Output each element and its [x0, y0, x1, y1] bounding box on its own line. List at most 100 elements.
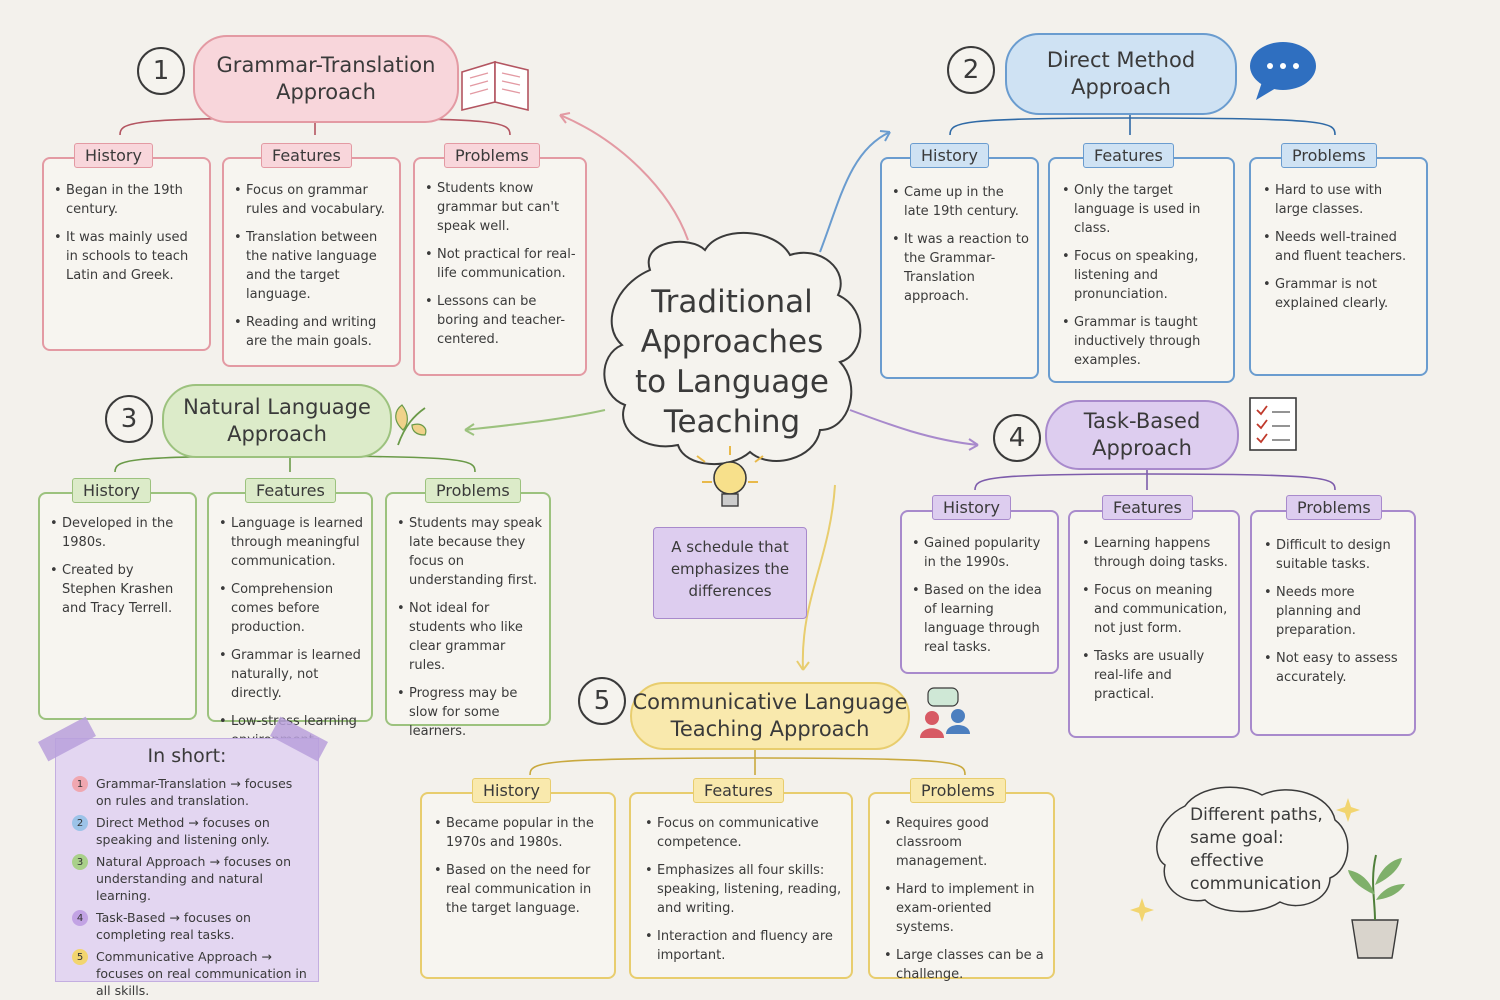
list-item: Only the target language is used in clas… — [1062, 181, 1225, 238]
list-item: Requires good classroom management. — [884, 814, 1045, 871]
approach-5-history-box: Became popular in the 1970s and 1980s. Ba… — [420, 792, 616, 979]
chat-people-icon — [920, 687, 970, 738]
list-item: Large classes can be a challenge. — [884, 946, 1045, 984]
approach-3-history-box: Developed in the 1980s. Created by Stephe… — [38, 492, 197, 720]
approach-5-title: Communicative Language Teaching Approach — [630, 682, 910, 750]
list-item: Emphasizes all four skills: speaking, li… — [645, 861, 843, 918]
approach-2-history-box: Came up in the late 19th century. It was … — [880, 157, 1039, 379]
list-item: It was a reaction to the Grammar-Transla… — [892, 230, 1029, 306]
list-item: Needs more planning and preparation. — [1264, 583, 1406, 640]
summary-item-number: 4 — [72, 910, 88, 926]
list-item: Students may speak late because they foc… — [397, 514, 543, 590]
summary-item-text: Natural Approach → focuses on understand… — [96, 854, 291, 903]
list-item: Gained popularity in the 1990s. — [912, 534, 1049, 572]
approach-4-number: 4 — [993, 414, 1041, 462]
list-item: Needs well-trained and fluent teachers. — [1263, 228, 1418, 266]
list-item: Grammar is learned naturally, not direct… — [219, 646, 365, 703]
summary-item: 2 Direct Method → focuses on speaking and… — [72, 814, 308, 848]
approach-5-features-box: Focus on communicative competence. Emphas… — [629, 792, 853, 979]
list-item: Focus on grammar rules and vocabulary. — [234, 181, 391, 219]
schedule-note: A schedule that emphasizes the differenc… — [653, 527, 807, 619]
approach-2-title: Direct Method Approach — [1005, 33, 1237, 115]
list-item: Lessons can be boring and teacher-center… — [425, 292, 577, 349]
approach-2-number: 2 — [947, 46, 995, 94]
approach-5-problems-box: Requires good classroom management. Hard … — [868, 792, 1055, 982]
list-item: It was mainly used in schools to teach L… — [54, 228, 201, 285]
approach-2-features-tab: Features — [1083, 143, 1174, 168]
approach-1-title: Grammar-Translation Approach — [193, 35, 459, 123]
closing-note: Different paths, same goal: effective co… — [1190, 805, 1323, 894]
list-item: Learning happens through doing tasks. — [1082, 534, 1230, 572]
approach-2-problems-tab: Problems — [1281, 143, 1377, 168]
list-item: Based on the need for real communication… — [434, 861, 606, 918]
approach-1-features-box: Focus on grammar rules and vocabulary. Tr… — [222, 157, 401, 367]
summary-title: In short: — [147, 745, 227, 767]
approach-3-problems-box: Students may speak late because they foc… — [385, 492, 551, 739]
list-item: Difficult to design suitable tasks. — [1264, 536, 1406, 574]
summary-item-number: 3 — [72, 854, 88, 870]
summary-item: 3 Natural Approach → focuses on understan… — [72, 853, 308, 904]
approach-3-problems-tab: Problems — [425, 478, 521, 503]
approach-1-history-box: Began in the 19th century. It was mainly … — [42, 157, 211, 351]
list-item: Developed in the 1980s. — [50, 514, 187, 552]
list-item: Not easy to assess accurately. — [1264, 649, 1406, 687]
list-item: Reading and writing are the main goals. — [234, 313, 391, 351]
approach-3-title: Natural Language Approach — [162, 384, 392, 458]
approach-4-problems-box: Difficult to design suitable tasks. Needs… — [1250, 510, 1416, 736]
approach-2-history-tab: History — [910, 143, 989, 168]
center-title: Traditional Approaches to Language Teach… — [635, 284, 829, 440]
list-item: Focus on meaning and communication, not … — [1082, 581, 1230, 638]
list-item: Comprehension comes before production. — [219, 580, 365, 637]
list-item: Tasks are usually real-life and practica… — [1082, 647, 1230, 704]
approach-4-history-tab: History — [932, 495, 1011, 520]
list-item: Hard to implement in exam-oriented syste… — [884, 880, 1045, 937]
plant-icon — [1348, 854, 1405, 959]
list-item: Became popular in the 1970s and 1980s. — [434, 814, 606, 852]
approach-2-features-box: Only the target language is used in clas… — [1048, 157, 1235, 383]
leaf-icon — [395, 404, 427, 446]
list-item: Focus on communicative competence. — [645, 814, 843, 852]
approach-5-history-tab: History — [472, 778, 551, 803]
approach-3-history-tab: History — [72, 478, 151, 503]
approach-4-title: Task-Based Approach — [1045, 400, 1239, 470]
center-cloud — [603, 231, 862, 465]
approach-1-number: 1 — [137, 47, 185, 95]
list-item: Translation between the native language … — [234, 228, 391, 304]
checklist-icon — [1249, 397, 1297, 451]
closing-cloud — [1156, 786, 1349, 913]
list-item: Students know grammar but can't speak we… — [425, 179, 577, 236]
approach-2-problems-box: Hard to use with large classes.Needs wel… — [1249, 157, 1428, 376]
approach-3-features-box: Language is learned through meaningful c… — [207, 492, 373, 748]
list-item: Grammar is not explained clearly. — [1263, 275, 1418, 313]
summary-item-text: Grammar-Translation → focuses on rules a… — [96, 776, 293, 808]
list-item: Language is learned through meaningful c… — [219, 514, 365, 571]
approach-4-problems-tab: Problems — [1286, 495, 1382, 520]
summary-item-text: Task-Based → focuses on completing real … — [96, 910, 251, 942]
list-item: Based on the idea of learning language t… — [912, 581, 1049, 657]
book-icon — [461, 60, 529, 112]
list-item: Interaction and fluency are important. — [645, 927, 843, 965]
list-item: Focus on speaking, listening and pronunc… — [1062, 247, 1225, 304]
approach-5-features-tab: Features — [693, 778, 784, 803]
list-item: Not practical for real-life communicatio… — [425, 245, 577, 283]
list-item: Began in the 19th century. — [54, 181, 201, 219]
approach-1-problems-box: Students know grammar but can't speak we… — [413, 157, 587, 376]
list-item: Created by Stephen Krashen and Tracy Ter… — [50, 561, 187, 618]
approach-4-features-tab: Features — [1102, 495, 1193, 520]
summary-item-text: Direct Method → focuses on speaking and … — [96, 815, 270, 847]
approach-5-number: 5 — [578, 677, 626, 725]
approach-4-history-box: Gained popularity in the 1990s. Based on … — [900, 510, 1059, 674]
list-item: Grammar is taught inductively through ex… — [1062, 313, 1225, 370]
summary-item: 5 Communicative Approach → focuses on rea… — [72, 948, 308, 999]
summary-item-text: Communicative Approach → focuses on real… — [96, 949, 307, 998]
approach-1-features-tab: Features — [261, 143, 352, 168]
approach-4-features-box: Learning happens through doing tasks. Foc… — [1068, 510, 1240, 738]
summary-item-number: 5 — [72, 949, 88, 965]
summary-item-number: 2 — [72, 815, 88, 831]
list-item: Came up in the late 19th century. — [892, 183, 1029, 221]
approach-1-problems-tab: Problems — [444, 143, 540, 168]
approach-1-history-tab: History — [74, 143, 153, 168]
approach-5-problems-tab: Problems — [910, 778, 1006, 803]
